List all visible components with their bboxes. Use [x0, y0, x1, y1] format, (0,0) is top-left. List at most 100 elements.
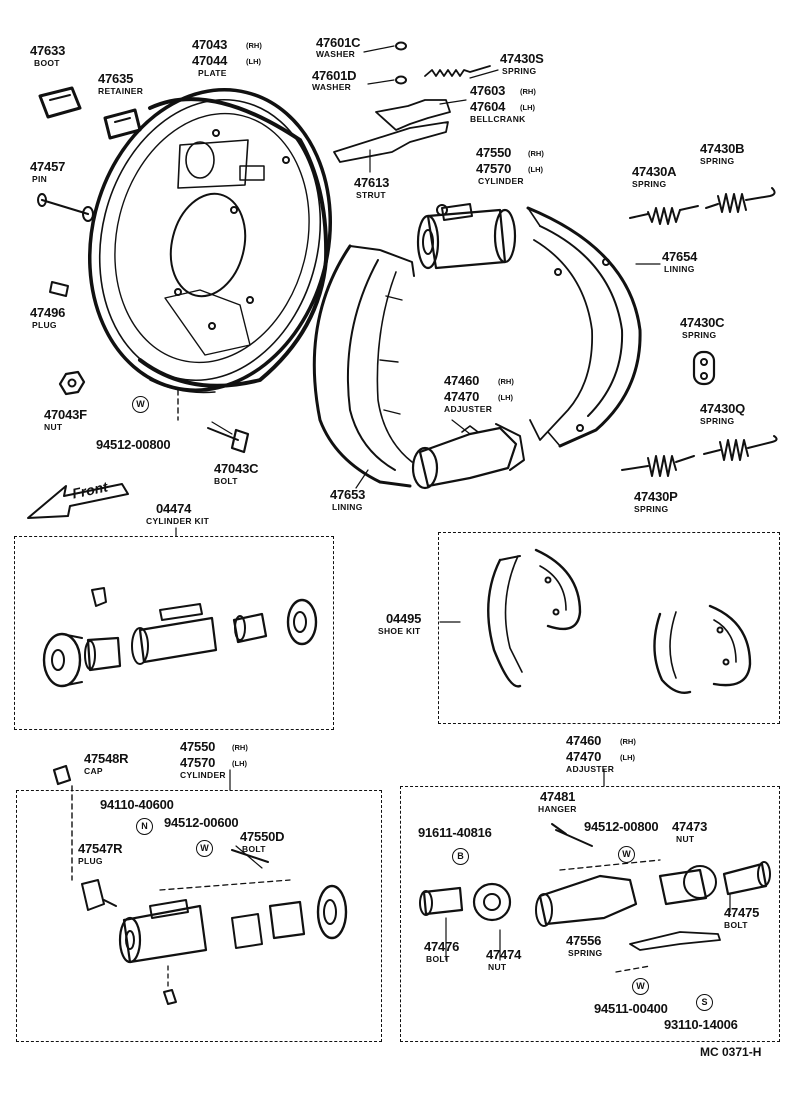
part-number-47430b: 47430B: [700, 141, 745, 156]
part-number-47460: 47460: [444, 373, 480, 388]
part-number-94511-00400: 94511-00400: [594, 1001, 668, 1016]
part-number-47601d: 47601D: [312, 68, 357, 83]
part-number-47430c: 47430C: [680, 315, 725, 330]
pin-drawing: [37, 193, 94, 222]
part-number-47550: 47550: [180, 739, 216, 754]
cylinder-exploded-drawing: [52, 764, 348, 1005]
washer-symbol-w: W: [196, 840, 213, 857]
part-name-spring: SPRING: [682, 330, 717, 340]
part-number-04474: 04474: [156, 501, 192, 516]
shoe-kit-box: [438, 532, 780, 724]
part-number-47550d: 47550D: [240, 829, 285, 844]
part-number-47570: 47570: [476, 161, 512, 176]
part-name-washer: WASHER: [316, 49, 356, 59]
part-number-47457: 47457: [30, 159, 66, 174]
part-name-plug: PLUG: [32, 320, 57, 330]
part-name-spring: SPRING: [700, 156, 735, 166]
part-number-47654: 47654: [662, 249, 698, 264]
diagram-reference-code: MC 0371-H: [700, 1045, 762, 1059]
part-name-boot: BOOT: [34, 58, 60, 68]
part-number-47430s: 47430S: [500, 51, 544, 66]
part-number-94512-00600: 94512-00600: [164, 815, 239, 830]
part-number-47475: 47475: [724, 905, 760, 920]
rear-shoe-drawing: [526, 206, 642, 448]
part-name-pin: PIN: [32, 174, 48, 184]
part-number-47633: 47633: [30, 43, 66, 58]
part-side-lh: (LH): [246, 57, 261, 66]
part-side-lh: (LH): [528, 165, 543, 174]
bellcrank-drawing: [375, 99, 451, 131]
part-name-lining: LINING: [664, 264, 695, 274]
part-name-strut: STRUT: [356, 190, 386, 200]
spring-q-drawing: [703, 435, 778, 461]
part-side-rh: (RH): [620, 737, 636, 746]
part-number-47604: 47604: [470, 99, 506, 114]
part-name-bolt: BOLT: [242, 844, 266, 854]
part-name-nut: NUT: [676, 834, 695, 844]
part-name-bellcrank: BELLCRANK: [470, 114, 526, 124]
part-name-spring: SPRING: [700, 416, 735, 426]
part-number-94512-00800: 94512-00800: [584, 819, 659, 834]
part-side-lh: (LH): [620, 753, 635, 762]
part-name-shoe-kit: SHOE KIT: [378, 626, 421, 636]
part-number-47430p: 47430P: [634, 489, 678, 504]
part-number-47548r: 47548R: [84, 751, 129, 766]
part-name-cylinder: CYLINDER: [478, 176, 524, 186]
retainer-drawing: [103, 108, 142, 140]
part-number-47043: 47043: [192, 37, 228, 52]
part-name-plug: PLUG: [78, 856, 103, 866]
part-number-47547r: 47547R: [78, 841, 123, 856]
part-side-rh: (RH): [246, 41, 262, 50]
part-number-47570: 47570: [180, 755, 216, 770]
spring-a-drawing: [629, 205, 699, 225]
washer-symbol-w: W: [132, 396, 149, 413]
washer-symbol-w: W: [632, 978, 649, 995]
spring-s-drawing: [424, 65, 491, 77]
part-name-bolt: BOLT: [426, 954, 450, 964]
front-shoe-drawing: [312, 244, 415, 488]
nut-drawing: [58, 370, 86, 396]
part-name-adjuster: ADJUSTER: [444, 404, 493, 414]
part-side-rh: (RH): [520, 87, 536, 96]
part-number-47556: 47556: [566, 933, 602, 948]
part-number-47043c: 47043C: [214, 461, 259, 476]
leader-lines: [175, 45, 731, 961]
part-number-47601c: 47601C: [316, 35, 361, 50]
part-side-rh: (RH): [528, 149, 544, 158]
part-number-47635: 47635: [98, 71, 134, 86]
cylinder-kit-drawing: [42, 587, 318, 688]
part-number-47470: 47470: [444, 389, 480, 404]
cylinder-detail-box: [16, 790, 382, 1042]
bolt-drawing: [207, 421, 250, 454]
screw-symbol-s: S: [696, 994, 713, 1011]
adjuster-detail-box: [400, 786, 780, 1042]
part-number-47430a: 47430A: [632, 164, 677, 179]
washer-drawing: [395, 41, 407, 85]
spring-c-drawing: [692, 350, 716, 386]
part-number-94512-00800: 94512-00800: [96, 437, 171, 452]
adjuster-drawing: [411, 423, 525, 490]
part-name-spring: SPRING: [568, 948, 603, 958]
wheel-cylinder-drawing: [416, 203, 517, 270]
part-name-nut: NUT: [488, 962, 507, 972]
part-name-spring: SPRING: [634, 504, 669, 514]
part-number-47474: 47474: [486, 947, 522, 962]
part-side-lh: (LH): [232, 759, 247, 768]
part-number-47550: 47550: [476, 145, 512, 160]
part-name-bolt: BOLT: [724, 920, 748, 930]
part-side-lh: (LH): [498, 393, 513, 402]
part-number-47460: 47460: [566, 733, 602, 748]
part-number-47653: 47653: [330, 487, 366, 502]
adjuster-exploded-drawing: [419, 823, 771, 973]
part-number-47470: 47470: [566, 749, 602, 764]
strut-drawing: [333, 121, 449, 163]
part-name-spring: SPRING: [632, 179, 667, 189]
part-number-47613: 47613: [354, 175, 390, 190]
boot-drawing: [38, 86, 82, 119]
part-name-cylinder: CYLINDER: [180, 770, 226, 780]
part-name-cap: CAP: [84, 766, 103, 776]
part-number-47043f: 47043F: [44, 407, 87, 422]
part-name-adjuster: ADJUSTER: [566, 764, 615, 774]
plug-drawing: [49, 281, 69, 297]
